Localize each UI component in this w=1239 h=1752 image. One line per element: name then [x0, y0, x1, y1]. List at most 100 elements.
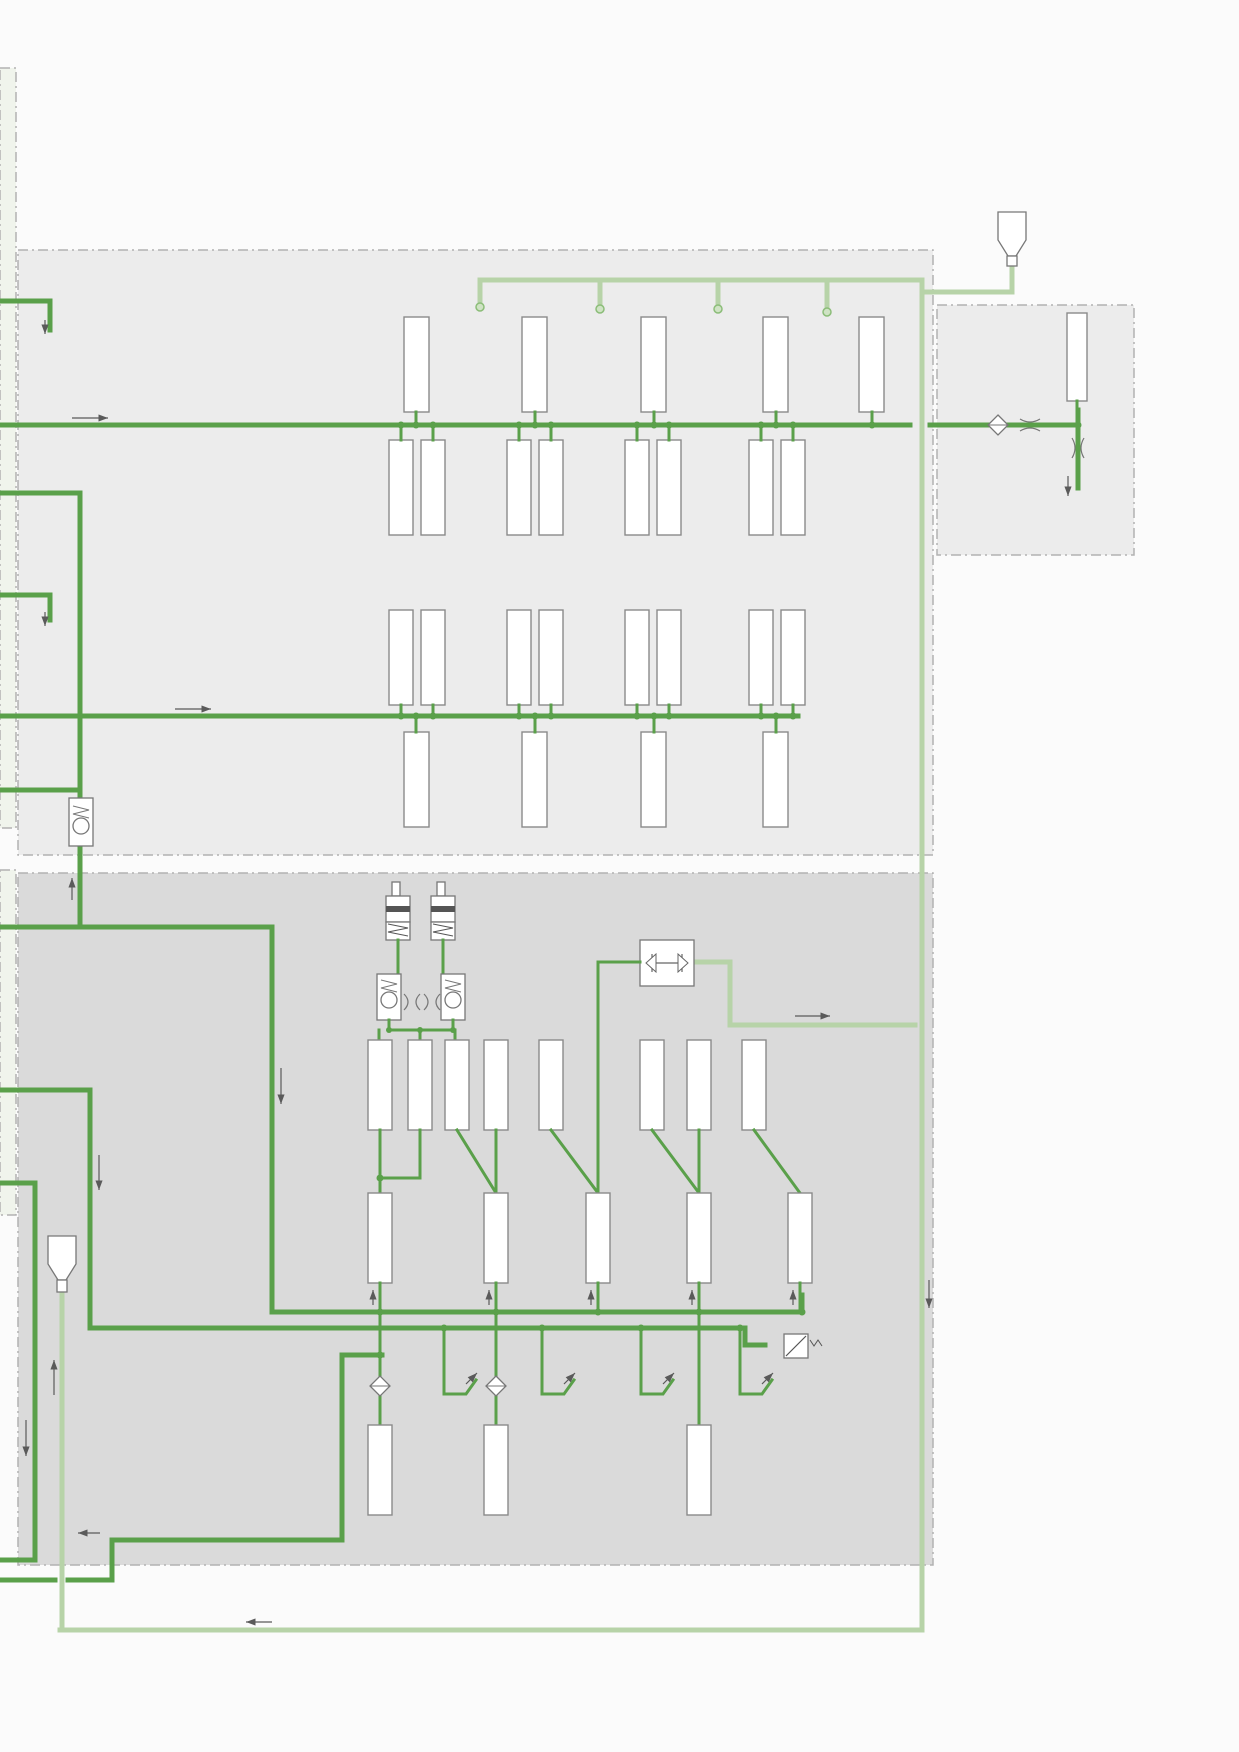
branch — [442, 1326, 479, 1396]
heat-exchanger-feed — [596, 960, 642, 1195]
component-block — [787, 1192, 813, 1284]
junction-nodes — [397, 421, 1082, 720]
heat-exchanger-symbol — [639, 939, 695, 987]
junction-node — [757, 421, 765, 429]
cylinder-symbol — [385, 881, 411, 941]
branch — [540, 1326, 577, 1396]
flow-arrow — [662, 1372, 675, 1385]
junction-node — [547, 421, 555, 429]
component-block — [741, 1039, 767, 1131]
junction-nodes-lower — [376, 1027, 806, 1359]
component-block — [420, 609, 446, 706]
junction-node — [538, 1324, 546, 1332]
return-pipes — [57, 265, 1015, 1633]
component-block — [780, 439, 806, 536]
block-stub — [378, 1281, 802, 1314]
junction-node — [531, 421, 539, 429]
junction-node — [633, 712, 641, 720]
junction-node — [429, 421, 437, 429]
top-light-manifold — [477, 277, 925, 308]
return-loop — [57, 277, 925, 1633]
flow-arrow — [465, 1372, 478, 1385]
check-valve-symbol — [440, 973, 466, 1021]
flow-arrows — [22, 320, 1072, 1626]
right-zone-components — [987, 211, 1088, 459]
junction-node — [531, 712, 539, 720]
component-block — [388, 609, 414, 706]
flow-arrow — [563, 1372, 576, 1385]
left-stub-1 — [0, 298, 53, 333]
filter-symbol — [485, 1375, 507, 1397]
component-block — [585, 1192, 611, 1284]
component-block — [506, 609, 532, 706]
junction-node — [772, 421, 780, 429]
component-block — [506, 439, 532, 536]
junction-node — [695, 1308, 703, 1316]
stub — [399, 703, 795, 718]
component-block — [639, 1039, 665, 1131]
upper-lower-link — [0, 924, 805, 1315]
component-block — [388, 439, 414, 536]
block-connection — [649, 1127, 702, 1196]
filter-symbol — [987, 414, 1009, 436]
stub — [414, 410, 874, 427]
component-block — [538, 1039, 564, 1131]
junction-node — [397, 712, 405, 720]
component-block — [780, 609, 806, 706]
component-block — [483, 1192, 509, 1284]
manifold-node — [595, 304, 605, 314]
zone-upper — [17, 249, 934, 856]
junction-node — [386, 1027, 392, 1033]
junction-node — [650, 712, 658, 720]
component-block — [420, 439, 446, 536]
zone-left-light-lower — [0, 869, 17, 1216]
junction-node — [633, 421, 641, 429]
branch — [639, 1326, 676, 1396]
junction-node — [376, 1308, 384, 1316]
junction-node — [412, 712, 420, 720]
junction-node — [637, 1324, 645, 1332]
junction-node — [547, 712, 555, 720]
component-block — [367, 1192, 393, 1284]
component-block — [656, 439, 682, 536]
junction-node — [665, 712, 673, 720]
component-block — [624, 439, 650, 536]
left-lower-loop — [0, 1180, 38, 1563]
component-block — [538, 609, 564, 706]
block-connection — [751, 1127, 803, 1196]
lower-components — [47, 881, 823, 1516]
junction-node — [736, 1324, 744, 1332]
component-block — [686, 1424, 712, 1516]
junction-node — [650, 421, 658, 429]
top-light-to-hopper — [919, 265, 1015, 295]
component-block — [483, 1424, 509, 1516]
pressure-regulator-symbol — [783, 1333, 823, 1359]
junction-node — [665, 421, 673, 429]
component-block — [762, 316, 789, 413]
hopper-symbol — [997, 211, 1027, 267]
component-block — [403, 316, 430, 413]
check-valve-symbol — [68, 797, 94, 847]
component-block — [686, 1192, 712, 1284]
junction-node — [798, 1308, 806, 1316]
throttle-symbol — [403, 993, 421, 1011]
zone-right — [936, 304, 1135, 556]
block-connection — [548, 1127, 601, 1196]
junction-node — [450, 1027, 456, 1033]
manifold-nodes — [475, 302, 832, 317]
component-block — [656, 609, 682, 706]
branch — [738, 1326, 775, 1396]
left-loop — [0, 490, 83, 793]
heat-exchanger-return — [687, 959, 918, 1028]
junction-node — [376, 1351, 384, 1359]
junction-node — [429, 712, 437, 720]
hopper-symbol — [47, 1235, 77, 1293]
cylinder-symbol — [430, 881, 456, 941]
left-stub-2 — [0, 592, 53, 623]
block-connection — [378, 1128, 422, 1195]
check-valve-symbol — [376, 973, 402, 1021]
component-block — [858, 316, 885, 413]
component-block — [748, 609, 774, 706]
component-block — [521, 316, 548, 413]
